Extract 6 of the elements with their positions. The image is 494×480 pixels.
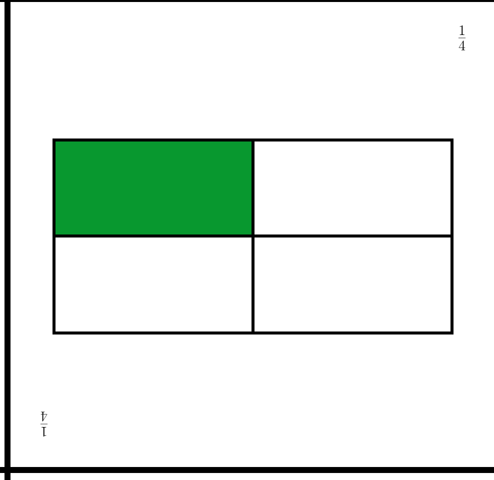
fraction-cell	[52, 138, 254, 238]
fraction-cell	[52, 234, 254, 334]
fraction-label: $\frac{1}{4}$	[458, 25, 466, 50]
fraction-cell	[252, 138, 454, 238]
fraction-label: $\frac{1}{4}$	[40, 412, 48, 437]
fraction-cell	[252, 234, 454, 334]
